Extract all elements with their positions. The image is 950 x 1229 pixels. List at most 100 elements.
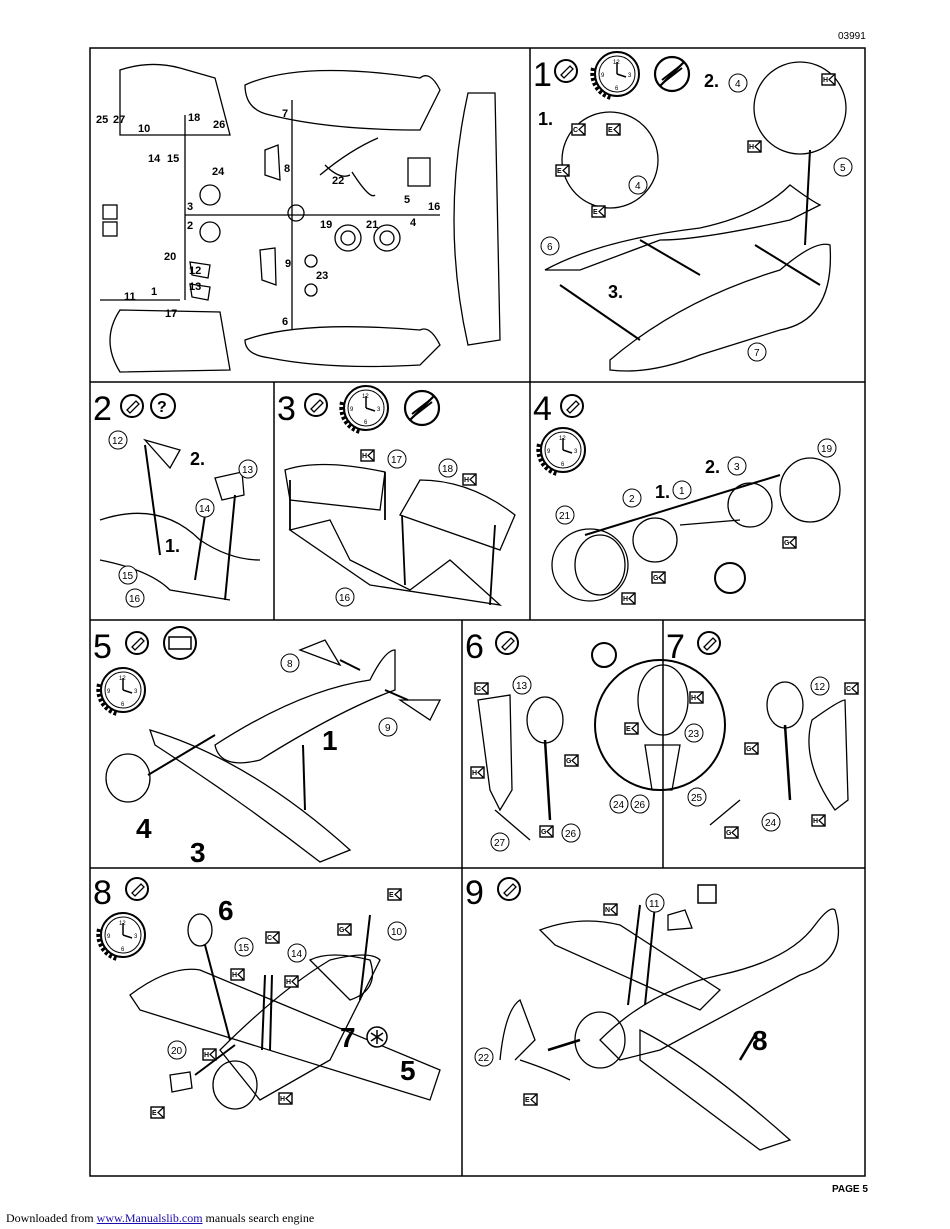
step-6-part-27: 27 [494,838,506,849]
step-1-number: 1 [533,56,552,94]
sprue-part-18: 18 [188,112,200,124]
step-1-part-7: 7 [754,348,760,359]
sprue-part-3: 3 [187,201,193,213]
step-2-part-14: 14 [199,504,211,515]
step-3-part-17: 17 [391,455,403,466]
sprue-part-22: 22 [332,175,344,187]
step-8-number: 8 [93,874,112,912]
glue-icon [697,631,721,655]
step-1-tag-c: C [573,127,578,134]
step-7-number: 7 [666,628,685,666]
sprue-part-16: 16 [428,201,440,213]
step-9-tag-n: N [605,907,610,914]
clock-icon [590,50,641,100]
sprue-part-15: 15 [167,153,179,165]
step-8-label-5: 5 [400,1055,416,1086]
step-1-tag-e2: E [557,168,562,175]
step-4-tag-g: G [784,540,790,547]
sprue-part-9: 9 [285,258,291,270]
step-1-panel: 1 1. 2. 3. C E E E H H 4 4 5 [533,50,853,372]
step-4-tag-h: H [623,596,628,603]
sprue-part-24: 24 [212,166,225,178]
step-1-tag-h: H [823,77,828,84]
step-6-number: 6 [465,628,484,666]
step-8-part-10: 10 [391,927,403,938]
glue-icon [560,394,584,418]
step-6-part-24: 24 [613,800,625,811]
step-1-sub-3: 3. [608,282,623,302]
glue-icon [554,59,578,83]
step-8-label-7: 7 [340,1022,356,1053]
sprue-part-23: 23 [316,270,328,282]
step-1-part-5: 5 [840,163,846,174]
step-8-part-15: 15 [238,943,250,954]
step-6-part-26: 26 [634,800,646,811]
clock-icon [536,426,587,476]
sprue-part-14: 14 [148,153,161,165]
step-9-number: 9 [465,874,484,912]
step-3-part-16: 16 [339,593,351,604]
step-4-part-21: 21 [559,511,571,522]
step-7-tag-c: C [846,686,851,693]
step-7-part-24: 24 [765,818,777,829]
step-1-part-6: 6 [547,242,553,253]
step-8-panel: 8 C E G H H H H E 15 14 10 20 6 7 [93,874,441,1119]
step-6-part-23: 23 [688,729,700,740]
decal-icon [163,626,197,660]
step-2-part-16: 16 [129,594,141,605]
clock-icon [96,666,147,716]
step-5-label-1: 1 [322,725,338,756]
step-2-part-12: 12 [112,436,124,447]
step-2-sub-2: 2. [190,449,205,469]
step-9-part-11: 11 [649,899,660,910]
step-6-part-26b: 26 [565,829,577,840]
step-8-label-6: 6 [218,895,234,926]
step-1-tag-e: E [608,127,613,134]
step-7-panel: 7 C G H G 12 24 25 [666,628,859,839]
step-7-part-25: 25 [691,793,703,804]
step-4-part-1: 1 [679,486,685,497]
step-5-label-4: 4 [136,813,152,844]
step-6-tag-e: E [626,726,631,733]
color-swatch-icon [697,884,717,904]
step-3-part-18: 18 [442,464,454,475]
step-6-tag-h: H [472,770,477,777]
step-9-tag-e: E [525,1097,530,1104]
step-4-part-19: 19 [821,444,833,455]
footer-prefix: Downloaded from [6,1211,94,1225]
step-1-tag-h2: H [749,144,754,151]
step-8-tag-h3: H [204,1052,209,1059]
manualslib-link[interactable]: www.Manualslib.com [96,1211,203,1225]
svg-text:?: ? [157,399,167,416]
step-6-part-13: 13 [516,681,528,692]
step-5-part-8: 8 [287,659,293,670]
no-brush-icon [403,389,441,427]
sprue-part-5: 5 [404,194,410,206]
glue-icon [120,394,144,418]
step-3-panel: 3 H H 17 18 16 [277,384,516,607]
step-3-number: 3 [277,390,296,428]
step-3-tag-h2: H [464,477,469,484]
sprue-part-8: 8 [284,163,290,175]
step-4-sub-1: 1. [655,482,670,502]
step-6-tag-h2: H [691,695,696,702]
step-7-tag-g: G [746,746,752,753]
download-footer: Downloaded from www.Manualslib.com manua… [6,1211,314,1226]
parts-sprue-diagram [100,63,501,373]
sprue-part-20: 20 [164,251,176,263]
sprue-part-11: 11 [124,291,136,303]
step-8-tag-h: H [232,972,237,979]
step-4-number: 4 [533,390,552,428]
step-4-tag-g2: G [653,575,659,582]
step-1-part-4: 4 [735,79,741,90]
step-6-tag-g2: G [541,829,547,836]
step-6-panel: 6 C G H H E G 13 23 24 26 27 26 [465,628,726,852]
step-9-label-8: 8 [752,1025,768,1056]
glue-icon [125,877,149,901]
glue-icon [591,642,617,668]
page-number: PAGE 5 [832,1184,868,1195]
sprue-part-27: 27 [113,114,125,126]
step-4-part-2: 2 [629,494,635,505]
sprue-part-6: 6 [282,316,288,328]
